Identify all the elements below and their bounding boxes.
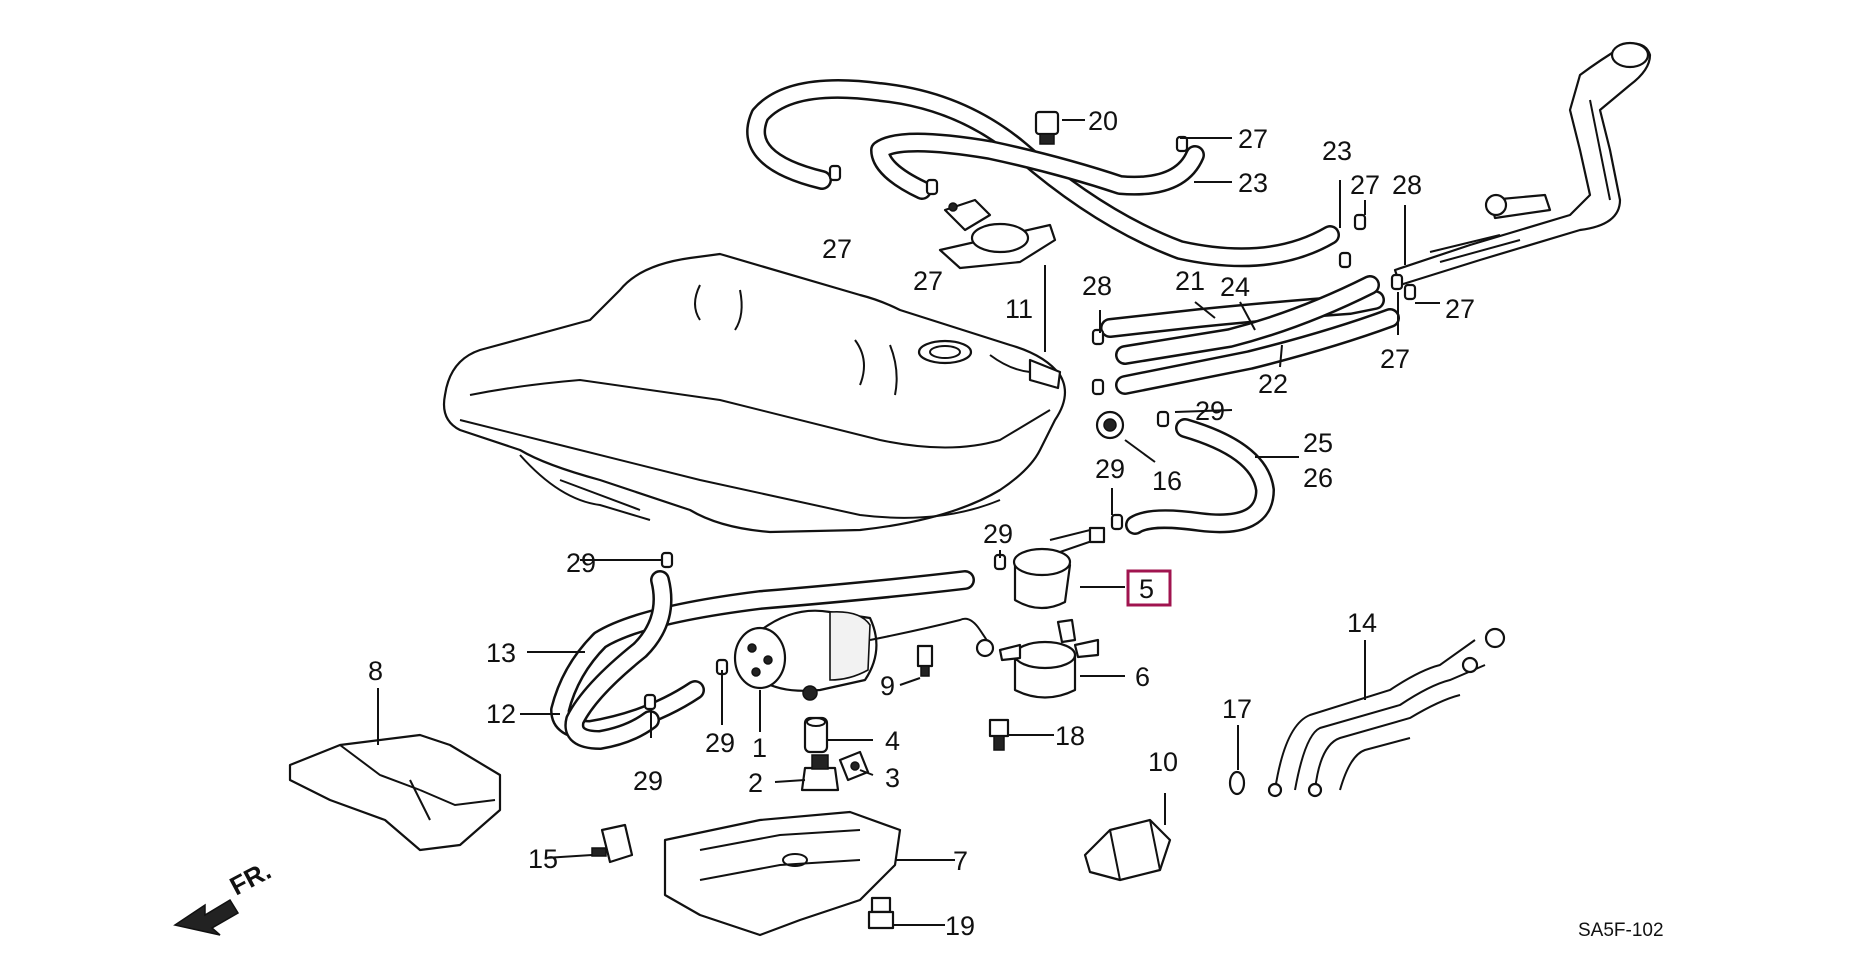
callout-29-a: 29 [1195, 396, 1225, 426]
callout-19: 19 [945, 911, 975, 941]
callout-7: 7 [953, 846, 968, 876]
callout-9: 9 [880, 671, 895, 701]
callout-23-lower: 23 [1238, 168, 1268, 198]
callout-2: 2 [748, 768, 763, 798]
callout-24: 24 [1220, 272, 1250, 302]
callout-27-b: 27 [913, 266, 943, 296]
direction-label: FR. [225, 855, 276, 901]
filter-clamp-6[interactable] [998, 618, 1100, 699]
callout-13: 13 [486, 638, 516, 668]
guard-plate-8[interactable] [288, 733, 502, 852]
fuel-pump-1[interactable] [733, 609, 995, 701]
clip-17[interactable] [1228, 770, 1246, 796]
cap-fitting-20[interactable] [1034, 110, 1060, 145]
callout-22: 22 [1258, 369, 1288, 399]
callout-27-e: 27 [1445, 294, 1475, 324]
callout-10: 10 [1148, 747, 1178, 777]
fuel-tank[interactable] [442, 252, 1067, 534]
hose-clips[interactable] [643, 135, 1417, 711]
callout-6: 6 [1135, 662, 1150, 692]
fuel-filter-5[interactable] [1012, 526, 1106, 610]
callout-29-f: 29 [633, 766, 663, 796]
clip-15[interactable] [591, 823, 634, 864]
fuel-lines-14[interactable] [1267, 627, 1506, 798]
vent-hoses[interactable] [550, 78, 1400, 750]
callout-5-highlight-box [1126, 569, 1172, 607]
callout-29-e: 29 [705, 728, 735, 758]
diagram-code: SA5F-102 [1578, 920, 1664, 941]
callout-8: 8 [368, 656, 383, 686]
leader-lines [377, 119, 1440, 926]
callout-23-upper: 23 [1322, 136, 1352, 166]
callout-28-b: 28 [1392, 170, 1422, 200]
callout-26: 26 [1303, 463, 1333, 493]
bolt-18[interactable] [988, 718, 1010, 751]
cushion-4[interactable] [803, 716, 829, 754]
fuel-gauge-sender-unit[interactable] [938, 198, 1057, 270]
bolt-19[interactable] [867, 896, 895, 930]
callout-12: 12 [486, 699, 516, 729]
callout-5[interactable]: 5 [1139, 574, 1154, 604]
callout-27-a: 27 [822, 234, 852, 264]
callout-14: 14 [1347, 608, 1377, 638]
callout-16: 16 [1152, 466, 1182, 496]
bracket-3[interactable] [838, 750, 870, 782]
callout-29-c: 29 [983, 519, 1013, 549]
callout-3: 3 [885, 763, 900, 793]
callout-27-c: 27 [1238, 124, 1268, 154]
bracket-10[interactable] [1083, 818, 1172, 882]
callout-29-d: 29 [566, 548, 596, 578]
callout-28-a: 28 [1082, 271, 1112, 301]
grommet-16[interactable] [1095, 410, 1125, 440]
callout-15: 15 [528, 844, 558, 874]
callout-4: 4 [885, 726, 900, 756]
pump-bracket-7[interactable] [663, 810, 902, 937]
front-direction-arrow [173, 898, 240, 936]
callout-27-d: 27 [1350, 170, 1380, 200]
callout-21: 21 [1175, 266, 1205, 296]
nipple-9[interactable] [916, 644, 934, 677]
callout-25: 25 [1303, 428, 1333, 458]
callout-18: 18 [1055, 721, 1085, 751]
callout-17: 17 [1222, 694, 1252, 724]
callout-1: 1 [752, 733, 767, 763]
mount-rubber-2[interactable] [800, 754, 840, 792]
callout-11: 11 [1005, 294, 1033, 324]
callout-27-f: 27 [1380, 344, 1410, 374]
callout-20: 20 [1088, 106, 1118, 136]
filler-neck[interactable] [1393, 41, 1652, 287]
callout-29-b: 29 [1095, 454, 1125, 484]
